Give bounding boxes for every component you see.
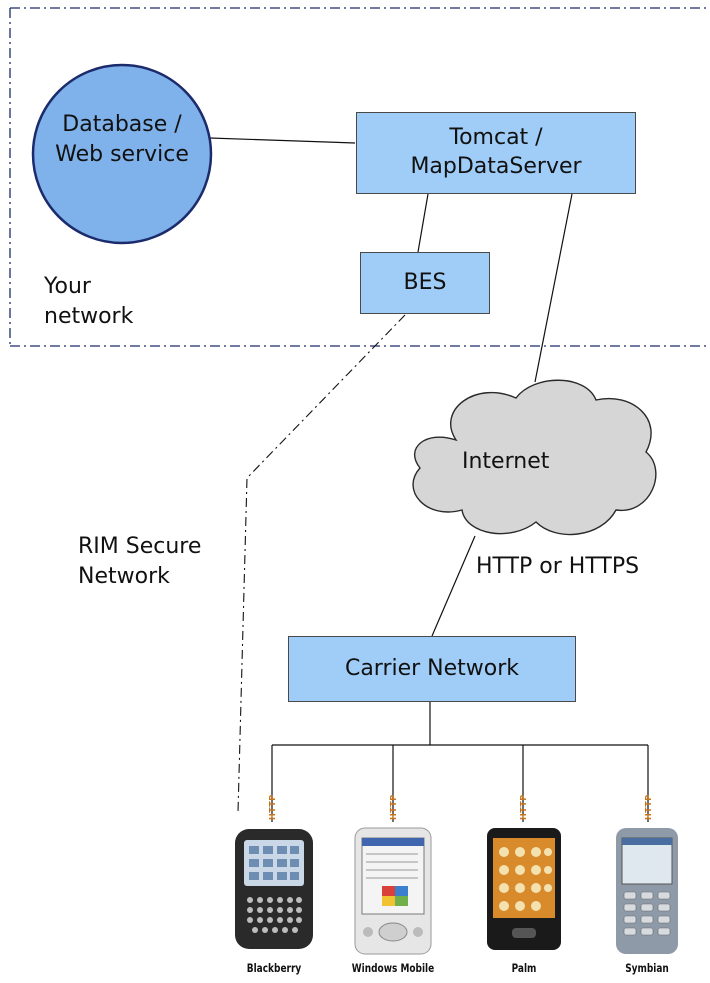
rim-secure-path [237,314,406,813]
device-caption-symbian: Symbian [625,961,669,975]
carrier-network-box: Carrier Network [288,636,576,702]
tomcat-bes-link [417,193,429,253]
tomcat-box: Tomcat / MapDataServer [356,112,636,194]
database-circle [31,63,213,245]
windows-mobile-device-icon [354,827,432,955]
http-tag-symbian: HTTP [644,794,653,820]
rim-network-label: RIM Secure Network [78,534,202,589]
internet-cloud [412,379,657,536]
protocol-label: HTTP or HTTPS [476,554,640,579]
palm-device-icon [487,828,561,950]
tomcat-internet-link [534,193,573,383]
symbian-device-icon [616,828,678,954]
database-label: Database / Web service [55,112,189,167]
http-tag-palm: HTTP [519,794,528,820]
device-caption-palm: Palm [511,961,537,975]
blackberry-device-icon [235,829,313,949]
http-tag-windows-mobile: HTTP [389,794,398,820]
device-caption-blackberry: Blackberry [246,961,302,975]
your-network-label: Your network [44,274,134,329]
bes-box: BES [360,252,490,314]
internet-carrier-link [431,535,476,637]
db-tomcat-link [209,137,356,144]
http-tag-blackberry: HTTP [268,794,277,820]
device-caption-windows-mobile: Windows Mobile [351,961,435,975]
internet-label: Internet [462,449,550,474]
